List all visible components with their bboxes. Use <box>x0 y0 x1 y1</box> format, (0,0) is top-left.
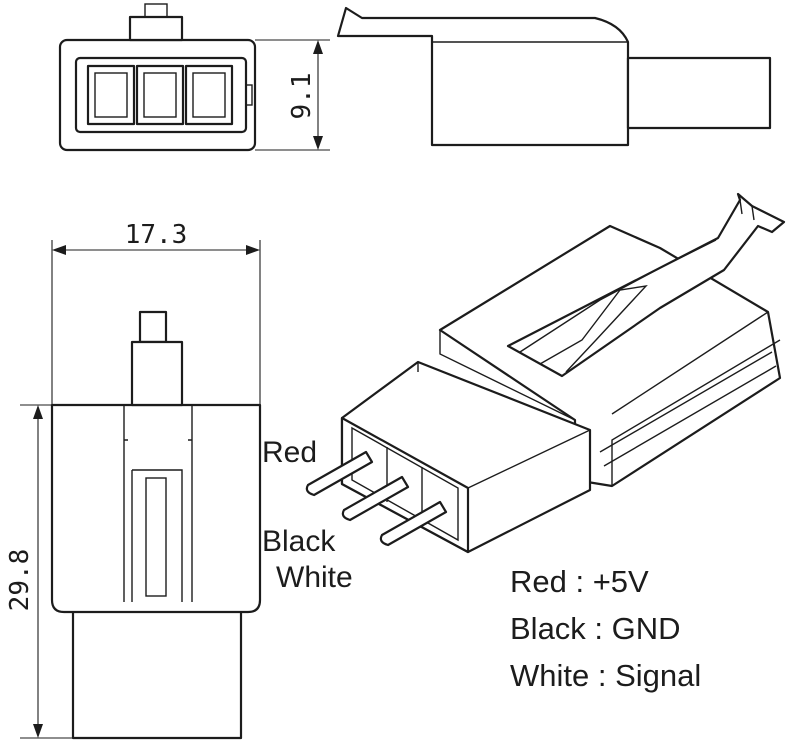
pin-label-red: Red <box>262 436 317 469</box>
legend-red: Red : +5V <box>510 564 649 599</box>
pin-legend: Red : +5V Black : GND White : Signal <box>510 564 701 693</box>
bottom-view-latch-tip <box>138 310 168 344</box>
dimension-width-side: 17.3 <box>51 220 261 405</box>
front-view-cavity-inner-3 <box>192 72 226 118</box>
pin-white <box>379 500 448 547</box>
iso-housing-ribs <box>599 351 777 467</box>
dimension-label-length: 29.8 <box>5 549 35 612</box>
iso-pins <box>305 450 448 547</box>
front-view-latch-tip <box>144 3 168 18</box>
pin-red <box>305 450 374 497</box>
dimension-label-height: 9.1 <box>287 73 317 120</box>
side-view <box>336 6 772 147</box>
bottom-view-latch-arm <box>130 340 184 407</box>
dimension-height-front: 9.1 <box>255 39 330 151</box>
bottom-view-slot <box>145 477 167 597</box>
dimension-label-width: 17.3 <box>125 220 188 250</box>
iso-housing-edges <box>439 311 781 486</box>
iso-latch-edge <box>519 239 717 353</box>
bottom-view-channel <box>131 469 183 602</box>
side-view-housing <box>336 6 630 147</box>
pin-label-black: Black <box>262 525 336 558</box>
side-view-plug <box>626 56 772 130</box>
dimension-length-side: 29.8 <box>5 404 73 739</box>
front-view-cavity-inner-2 <box>143 72 177 118</box>
bottom-view <box>50 310 262 740</box>
front-view-latch <box>128 15 184 42</box>
bottom-view-body <box>50 403 262 614</box>
pin-label-white: White <box>276 561 353 594</box>
bottom-view-tail <box>71 598 243 740</box>
pin-black <box>341 475 410 522</box>
front-view-side-key <box>245 84 253 106</box>
isometric-view <box>305 192 786 554</box>
legend-black: Black : GND <box>510 611 681 646</box>
bottom-view-guide <box>123 405 193 602</box>
iso-latch-hook <box>739 199 755 221</box>
front-view <box>58 3 257 152</box>
iso-latch-window <box>539 285 648 373</box>
legend-white: White : Signal <box>510 658 701 693</box>
iso-latch <box>506 192 786 378</box>
front-view-cavity-inner-1 <box>94 72 128 118</box>
